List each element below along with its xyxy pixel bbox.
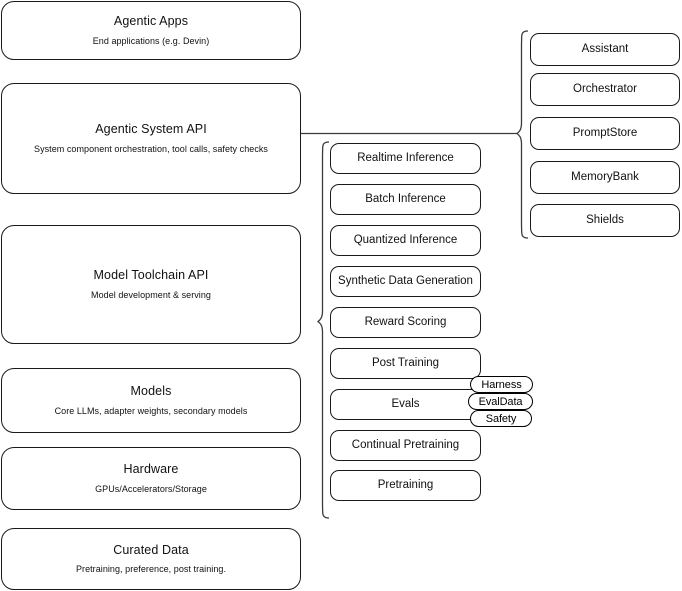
layer-agentic-system-api[interactable]: Agentic System API System component orch… [1, 83, 301, 194]
chip-label: Orchestrator [573, 83, 637, 96]
chip-label: Batch Inference [365, 193, 446, 206]
system-item-shields[interactable]: Shields [530, 204, 680, 237]
chip-label: Shields [586, 214, 624, 227]
evals-pill-harness[interactable]: Harness [470, 376, 533, 393]
evals-pill-safety[interactable]: Safety [470, 410, 532, 427]
layer-title: Agentic Apps [113, 14, 189, 29]
layer-title: Models [130, 384, 172, 399]
evals-pill-evaldata[interactable]: EvalData [468, 393, 533, 410]
layer-title: Curated Data [113, 542, 189, 557]
chip-label: MemoryBank [571, 171, 639, 184]
layer-agentic-apps[interactable]: Agentic Apps End applications (e.g. Devi… [1, 1, 301, 60]
chip-label: Reward Scoring [364, 316, 447, 329]
chip-label: Quantized Inference [353, 234, 458, 247]
pill-label: Harness [481, 378, 522, 391]
toolchain-item-reward-scoring[interactable]: Reward Scoring [330, 307, 481, 338]
layer-subtitle: End applications (e.g. Devin) [92, 35, 210, 46]
layer-model-toolchain-api[interactable]: Model Toolchain API Model development & … [1, 225, 301, 344]
chip-label: Assistant [581, 43, 629, 56]
toolchain-item-batch-inference[interactable]: Batch Inference [330, 184, 481, 215]
layer-hardware[interactable]: Hardware GPUs/Accelerators/Storage [1, 447, 301, 510]
toolchain-item-evals[interactable]: Evals [330, 389, 481, 420]
layer-subtitle: Pretraining, preference, post training. [75, 564, 227, 575]
pill-label: EvalData [478, 395, 523, 408]
system-item-assistant[interactable]: Assistant [530, 33, 680, 66]
chip-label: Synthetic Data Generation [338, 275, 473, 288]
layer-title: Agentic System API [95, 122, 207, 137]
layer-subtitle: System component orchestration, tool cal… [34, 143, 268, 154]
layer-subtitle: Model development & serving [91, 289, 211, 300]
system-item-promptstore[interactable]: PromptStore [530, 117, 680, 150]
toolchain-item-pretraining[interactable]: Pretraining [330, 470, 481, 501]
brace-system-components [515, 30, 529, 239]
layer-subtitle: Core LLMs, adapter weights, secondary mo… [54, 405, 248, 416]
brace-toolchain-components [316, 141, 330, 519]
chip-label: Pretraining [377, 479, 434, 492]
layer-models[interactable]: Models Core LLMs, adapter weights, secon… [1, 368, 301, 433]
layer-curated-data[interactable]: Curated Data Pretraining, preference, po… [1, 528, 301, 590]
layer-title: Model Toolchain API [93, 268, 209, 283]
layer-subtitle: GPUs/Accelerators/Storage [95, 483, 207, 494]
chip-label: Post Training [371, 357, 440, 370]
chip-label: Evals [391, 398, 420, 411]
chip-label: PromptStore [572, 127, 638, 140]
chip-label: Continual Pretraining [351, 439, 460, 452]
toolchain-item-synthetic-data-generation[interactable]: Synthetic Data Generation [330, 266, 481, 297]
toolchain-item-continual-pretraining[interactable]: Continual Pretraining [330, 430, 481, 461]
pill-label: Safety [485, 412, 517, 425]
system-item-orchestrator[interactable]: Orchestrator [530, 73, 680, 106]
layer-title: Hardware [123, 462, 179, 477]
system-item-memorybank[interactable]: MemoryBank [530, 161, 680, 194]
toolchain-item-post-training[interactable]: Post Training [330, 348, 481, 379]
toolchain-item-quantized-inference[interactable]: Quantized Inference [330, 225, 481, 256]
chip-label: Realtime Inference [357, 152, 454, 165]
toolchain-item-realtime-inference[interactable]: Realtime Inference [330, 143, 481, 174]
